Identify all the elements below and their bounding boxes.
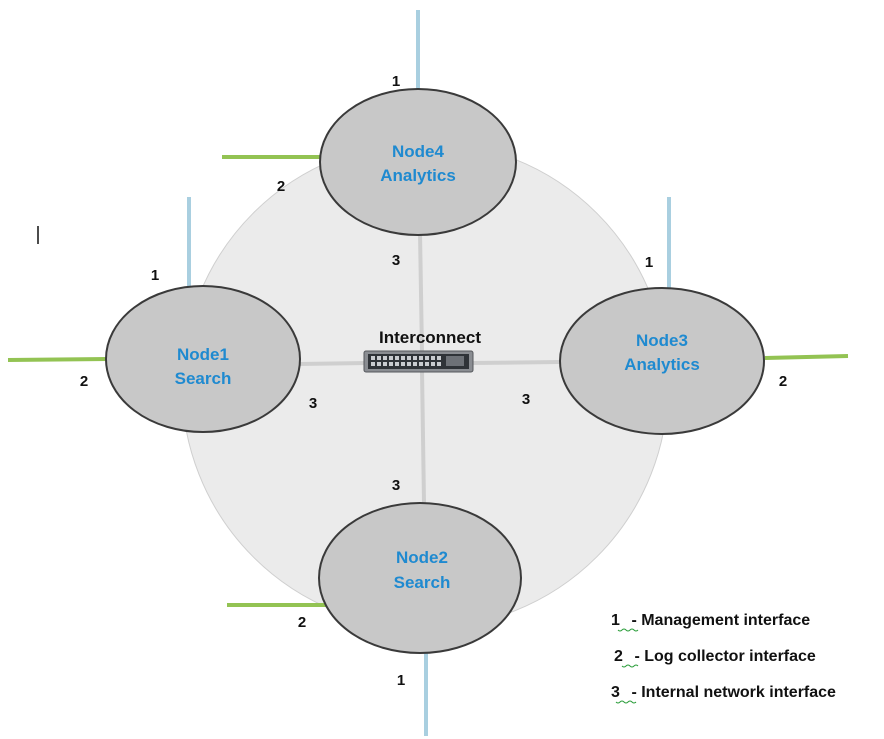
node1-name: Node1 — [177, 345, 229, 364]
label-1-node4: 1 — [392, 73, 400, 90]
label-2-node3: 2 — [779, 373, 787, 390]
internal-line-node1 — [297, 361, 369, 366]
legend: 1 - Management interface 2 - Log collect… — [611, 612, 836, 704]
node3-name: Node3 — [636, 331, 688, 350]
node1-role: Search — [175, 369, 232, 388]
label-2-node1: 2 — [80, 373, 88, 390]
label-3-node4: 3 — [392, 252, 400, 269]
node1: Node1 Search — [105, 285, 301, 433]
log-line-node3 — [764, 354, 849, 360]
legend-number-1: 1 — [611, 612, 620, 629]
label-3-node2: 3 — [392, 477, 400, 494]
node3-role: Analytics — [624, 355, 700, 374]
node4-name: Node4 — [392, 142, 445, 161]
internal-line-node4 — [418, 231, 424, 354]
label-3-node3: 3 — [522, 391, 530, 408]
label-2-node4: 2 — [277, 178, 285, 195]
label-1-node1: 1 — [151, 267, 159, 284]
log-collector-lines — [7, 155, 849, 607]
label-2-node2: 2 — [298, 614, 306, 631]
log-line-node1 — [7, 357, 109, 362]
label-1-node2: 1 — [397, 672, 405, 689]
node2: Node2 Search — [318, 502, 522, 654]
label-3-node1: 3 — [309, 395, 317, 412]
legend-text-1: - Management interface — [627, 612, 810, 629]
spellcheck-squiggle-3 — [615, 700, 637, 704]
label-1-node3: 1 — [645, 254, 653, 271]
legend-number-2: 2 — [614, 648, 623, 665]
node3: Node3 Analytics — [559, 287, 765, 435]
interface-number-labels: 1 2 3 1 2 3 1 2 3 3 2 1 — [80, 73, 787, 689]
management-lines — [187, 10, 671, 736]
interconnect-label: Interconnect — [379, 328, 481, 347]
internal-line-node3 — [471, 360, 561, 365]
node2-role: Search — [394, 573, 451, 592]
legend-text-2: - Log collector interface — [630, 648, 816, 665]
internal-network-lines — [297, 231, 561, 504]
legend-text-3: - Internal network interface — [627, 684, 836, 701]
interconnect-switch-icon — [363, 350, 474, 373]
spellcheck-squiggle-2 — [621, 664, 639, 668]
spellcheck-squiggle-1 — [617, 628, 639, 632]
node4-role: Analytics — [380, 166, 456, 185]
internal-line-node2 — [420, 369, 426, 504]
node4: Node4 Analytics — [319, 88, 517, 236]
legend-number-3: 3 — [611, 684, 620, 701]
node2-name: Node2 — [396, 548, 448, 567]
